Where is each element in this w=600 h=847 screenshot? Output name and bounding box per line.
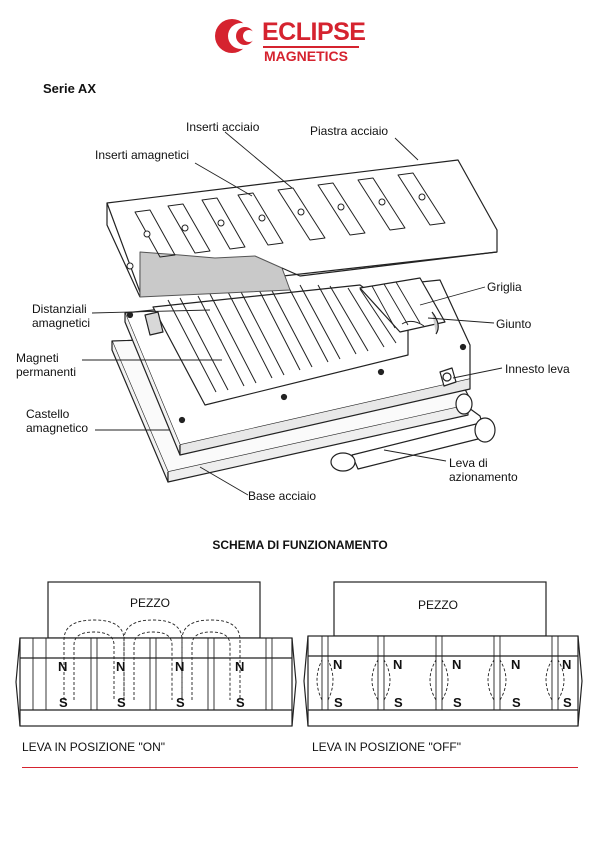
eclipse-logo-icon (215, 19, 255, 53)
label-castello-line2: amagnetico (26, 421, 89, 435)
schema-on-block (19, 637, 293, 727)
schema-on-workpiece (47, 581, 261, 639)
footer-divider (22, 767, 578, 768)
grid-part (359, 277, 446, 333)
schema-on-pole-s-3: S (176, 695, 185, 710)
schema-off-pole-s-2: S (394, 695, 403, 710)
schema-off-pole-s-5: S (563, 695, 572, 710)
schema-off-pole-s-1: S (334, 695, 343, 710)
exploded-drawing (82, 131, 503, 496)
schema-on-pole-n-2: N (116, 659, 126, 674)
cut-section (139, 251, 291, 298)
schema-on-pole-n-4: N (235, 659, 245, 674)
schema-off-workpiece-label: PEZZO (418, 598, 459, 612)
leader-distanziali (91, 309, 211, 314)
schema-on-pole-s-1: S (59, 695, 68, 710)
label-leva: Leva di azionamento (449, 456, 518, 484)
label-castello-line1: Castello (26, 407, 70, 421)
label-giunto: Giunto (496, 317, 532, 331)
schema-on-pole-n-3: N (175, 659, 185, 674)
leader-inserti-amagnetici (194, 162, 253, 197)
schema-on-pole-s-2: S (117, 695, 126, 710)
brand-divider (263, 46, 359, 48)
label-distanziali-line2: amagnetici (32, 316, 91, 330)
label-base-acciaio: Base acciaio (248, 489, 317, 503)
schema-off-block (307, 635, 579, 727)
label-piastra-acciaio: Piastra acciaio (310, 124, 389, 138)
label-griglia: Griglia (487, 280, 522, 294)
label-leva-line2: azionamento (449, 470, 518, 484)
schema-on-caption: LEVA IN POSIZIONE "ON" (22, 740, 165, 754)
leader-giunto (427, 317, 495, 324)
magnet-block (152, 284, 409, 406)
schema-off-pole-n-3: N (452, 657, 462, 672)
schema-off-pole-s-3: S (453, 695, 462, 710)
label-magneti: Magneti permanenti (16, 351, 76, 379)
schema-title: SCHEMA DI FUNZIONAMENTO (212, 538, 388, 552)
leader-piastra (394, 137, 419, 161)
label-inserti-amagnetici: Inserti amagnetici (95, 148, 190, 162)
label-distanziali-line1: Distanziali (32, 302, 87, 316)
series-title: Serie AX (43, 81, 96, 96)
leader-inserti-acciaio (224, 131, 293, 189)
leader-griglia (419, 286, 486, 306)
leader-base (199, 466, 249, 496)
schema-off-pole-n-1: N (333, 657, 343, 672)
label-magneti-line2: permanenti (16, 365, 77, 379)
schema-off-pole-s-4: S (512, 695, 521, 710)
label-leva-line1: Leva di (449, 456, 488, 470)
label-inserti-acciaio: Inserti acciaio (186, 120, 260, 134)
brand-name: ECLIPSE (262, 18, 366, 46)
leader-innesto (452, 367, 503, 379)
schema-off-pole-n-5: N (562, 657, 572, 672)
label-magneti-line1: Magneti (16, 351, 59, 365)
label-castello: Castello amagnetico (26, 407, 88, 435)
schema-on-pole-s-4: S (236, 695, 245, 710)
brand-subname: MAGNETICS (264, 48, 348, 64)
label-innesto-leva: Innesto leva (505, 362, 570, 376)
brand-logo: ECLIPSE MAGNETICS (212, 16, 366, 68)
schema-off-pole-n-4: N (511, 657, 521, 672)
schema-off-caption: LEVA IN POSIZIONE "OFF" (312, 740, 461, 754)
schema-on-workpiece-label: PEZZO (130, 596, 171, 610)
leader-leva (383, 449, 447, 462)
label-distanziali: Distanziali amagnetici (32, 302, 90, 330)
schema-off-pole-n-2: N (393, 657, 403, 672)
schema-on-pole-n-1: N (58, 659, 68, 674)
